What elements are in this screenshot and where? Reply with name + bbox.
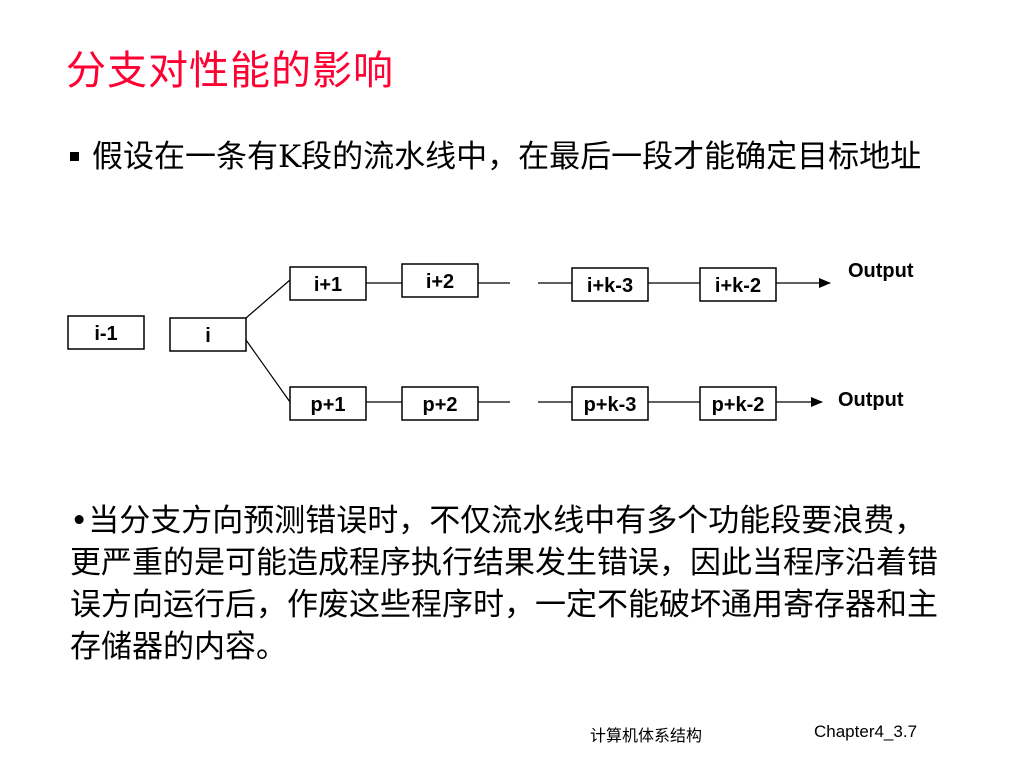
node-label: p+k-3 (584, 394, 637, 416)
node-label: i+k-3 (587, 275, 633, 297)
branch-line-top (245, 279, 291, 319)
square-bullet-icon (70, 152, 79, 161)
node-p-plus-k-minus-2: p+k-2 (699, 386, 777, 421)
bullet-text-1: 假设在一条有K段的流水线中，在最后一段才能确定目标地址 (92, 139, 922, 175)
footer-course-name: 计算机体系结构 (590, 726, 703, 745)
node-label: i-1 (94, 323, 117, 345)
branch-line-bottom (245, 339, 291, 403)
node-p-plus-1: p+1 (289, 386, 367, 421)
node-label: i+k-2 (715, 275, 761, 297)
node-label: p+2 (422, 394, 457, 416)
node-label: i+1 (314, 274, 342, 296)
output-label-top: Output (848, 260, 914, 282)
node-i-plus-1: i+1 (289, 266, 367, 301)
bullet-item-2: •当分支方向预测错误时，不仅流水线中有多个功能段要浪费，更严重的是可能造成程序执… (70, 503, 938, 665)
node-i-plus-k-minus-2: i+k-2 (699, 267, 777, 302)
node-i-plus-2: i+2 (401, 263, 479, 298)
node-p-plus-2: p+2 (401, 386, 479, 421)
output-label-bottom: Output (838, 389, 904, 411)
footer-slide-number: Chapter4_3.7 (814, 722, 918, 741)
node-label: p+1 (310, 394, 345, 416)
node-label: i+2 (426, 271, 454, 293)
node-i: i (169, 317, 247, 352)
node-i-minus-1: i-1 (67, 315, 145, 350)
slide-title: 分支对性能的影响 (66, 48, 394, 94)
node-i-plus-k-minus-3: i+k-3 (571, 267, 649, 302)
node-p-plus-k-minus-3: p+k-3 (571, 386, 649, 421)
node-label: i (205, 325, 211, 347)
node-label: p+k-2 (712, 394, 765, 416)
